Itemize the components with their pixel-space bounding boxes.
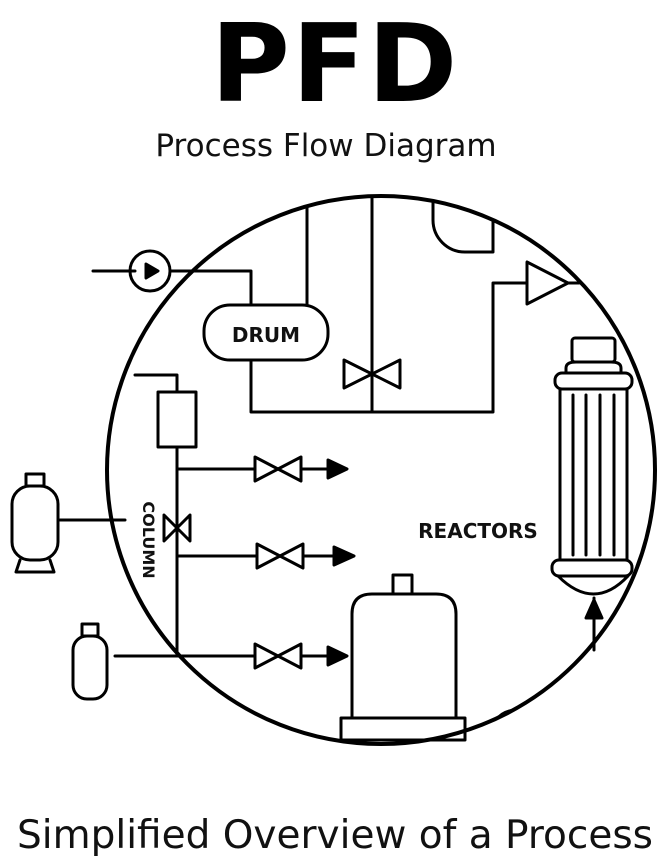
outlet-2-valve-icon [255, 542, 282, 570]
footer-caption: Simplified Overview of a Process [17, 813, 653, 858]
outlet-1-arrow-icon [326, 458, 349, 480]
tank-nozzle [391, 573, 414, 596]
column-top-line [133, 373, 179, 394]
reactor-top-cap [570, 336, 617, 364]
left-vessel-1-base [14, 558, 56, 574]
left-vessel-1-cap [24, 472, 46, 488]
outlet-3-valve-icon-b [276, 642, 303, 670]
reactors-label: REACTORS [418, 519, 538, 543]
tank-base [339, 716, 467, 742]
drum-valve-icon-b [370, 358, 402, 390]
boundary-circle [105, 194, 657, 746]
reactor-bottom-head [556, 574, 630, 596]
column-valve-icon [162, 513, 179, 543]
outlet-3-arrow-icon [326, 645, 349, 667]
pump-to-drum-line [168, 269, 253, 307]
left-vessel-2-cap [80, 622, 100, 638]
column-valve-icon-b [175, 513, 192, 543]
pump-arrow-icon [144, 262, 160, 280]
drum-vessel [202, 303, 330, 362]
reactor-top-flange [553, 371, 634, 391]
drum-valve-icon [342, 358, 374, 390]
left-vessel-2 [71, 634, 109, 701]
bottom-small-tank [488, 702, 562, 742]
reactor-top-head [564, 360, 623, 375]
tank-body [350, 592, 458, 720]
column-vessel [156, 390, 198, 449]
page-subtitle: Process Flow Diagram [155, 128, 497, 164]
column-label: COLUMN [139, 501, 158, 578]
left-vessel-1 [10, 484, 60, 562]
outlet-1-valve-icon-b [276, 455, 303, 483]
page-title: PFD [210, 2, 460, 127]
outlet-1-valve-icon [253, 455, 280, 483]
drum-bottom-line [249, 281, 529, 414]
outlet-2-arrow-icon [332, 545, 356, 567]
reactor-feed-arrow-icon [584, 598, 604, 620]
drum-label: DRUM [232, 323, 300, 347]
reactor-bottom-flange [550, 558, 634, 578]
outlet-3-valve-icon [253, 642, 280, 670]
top-arc-vessel [431, 196, 495, 254]
reactor-body [558, 387, 629, 562]
outlet-2-valve-icon-b [278, 542, 305, 570]
compressor-icon [525, 260, 570, 306]
